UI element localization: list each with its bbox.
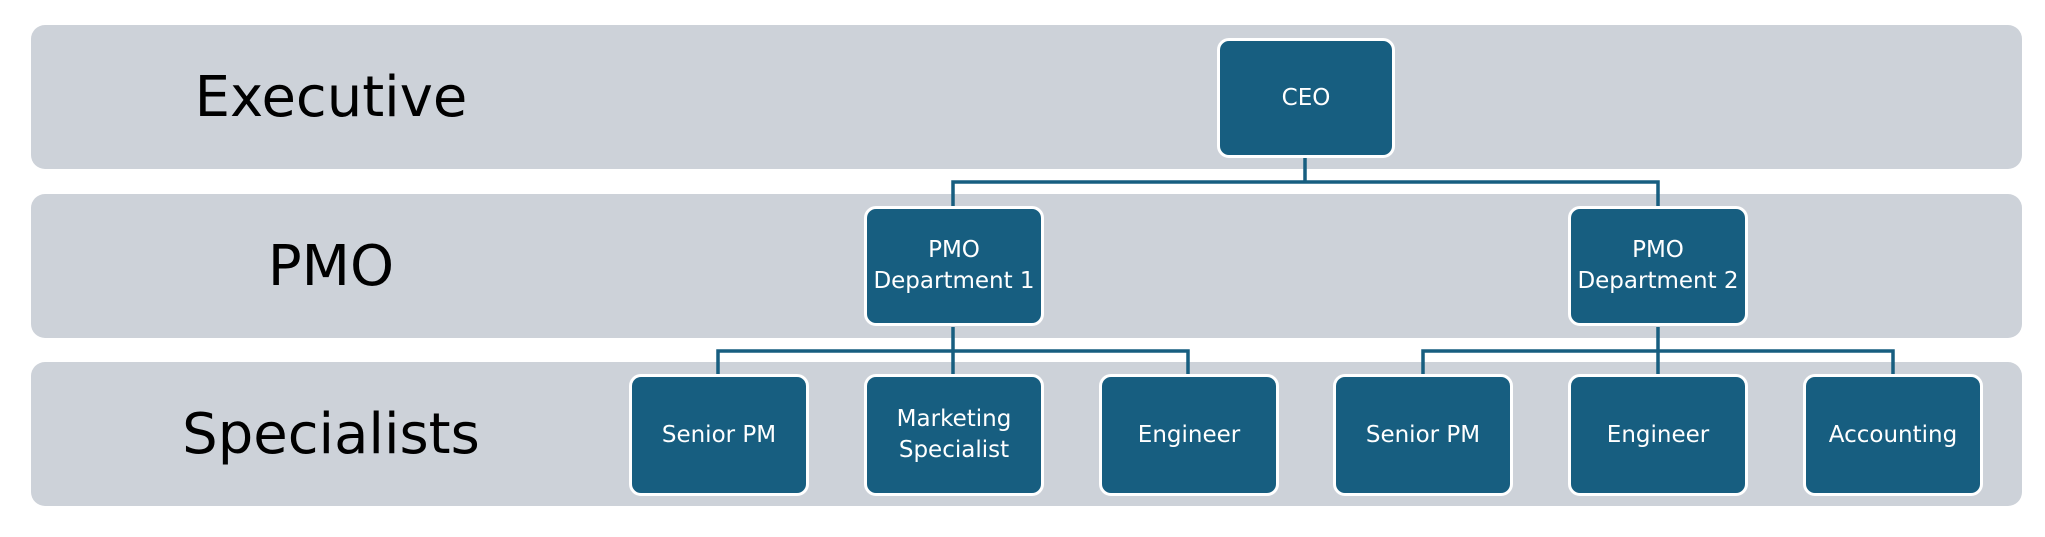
node-senior-pm-1[interactable]: Senior PM: [629, 374, 809, 496]
level-band-executive: Executive: [31, 25, 2022, 169]
node-pmo-department-2[interactable]: PMO Department 2: [1568, 206, 1748, 326]
node-marketing-specialist[interactable]: Marketing Specialist: [864, 374, 1044, 496]
node-ceo-label: CEO: [1281, 84, 1331, 111]
node-senior-pm-1-label: Senior PM: [661, 421, 777, 448]
node-senior-pm-2-label: Senior PM: [1365, 421, 1481, 448]
level-label-executive: Executive: [194, 64, 468, 130]
node-pmo-department-2-label: PMO Department 2: [1577, 237, 1739, 294]
node-accounting-label: Accounting: [1828, 421, 1958, 448]
node-engineer-1[interactable]: Engineer: [1099, 374, 1279, 496]
node-accounting[interactable]: Accounting: [1803, 374, 1983, 496]
node-pmo-department-1[interactable]: PMO Department 1: [864, 206, 1044, 326]
node-engineer-2[interactable]: Engineer: [1568, 374, 1748, 496]
level-label-pmo: PMO: [267, 233, 395, 299]
level-label-specialists: Specialists: [182, 401, 480, 467]
node-marketing-specialist-label: Marketing Specialist: [896, 406, 1012, 463]
node-engineer-1-label: Engineer: [1137, 421, 1241, 448]
node-pmo-department-1-label: PMO Department 1: [873, 237, 1035, 294]
node-ceo[interactable]: CEO: [1217, 38, 1395, 158]
node-engineer-2-label: Engineer: [1606, 421, 1710, 448]
node-senior-pm-2[interactable]: Senior PM: [1333, 374, 1513, 496]
